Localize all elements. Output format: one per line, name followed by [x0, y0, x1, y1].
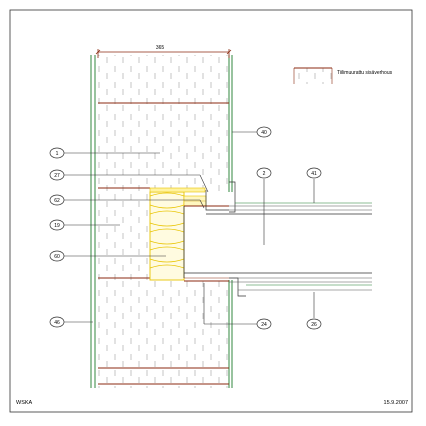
callout-24-marker [256, 318, 272, 330]
wall-lower [98, 280, 229, 388]
callout-24: 24 [261, 322, 267, 328]
dimension-line: 365 [95, 45, 232, 58]
callouts: 1 27 62 19 60 46 40 2 41 [49, 126, 322, 330]
callout-40-marker [256, 126, 272, 138]
callout-1-marker [49, 147, 65, 159]
legend-label: Tiilimuurattu sisäverhous [337, 70, 393, 76]
callout-60-marker [49, 250, 65, 262]
insulation [149, 187, 207, 281]
callout-40: 40 [261, 130, 267, 136]
callout-27-marker [49, 169, 65, 181]
callout-2-marker [256, 167, 272, 179]
callout-62: 62 [54, 198, 60, 204]
footer-company: WSKA [16, 400, 33, 406]
callout-62-marker [49, 194, 65, 206]
callout-41: 41 [311, 171, 317, 177]
callout-46: 46 [54, 320, 60, 326]
legend-swatch [294, 68, 332, 84]
window-frame [183, 181, 372, 297]
lintel-details [184, 205, 229, 282]
callout-27: 27 [54, 173, 60, 179]
callout-1: 1 [56, 151, 59, 157]
callout-2: 2 [263, 171, 266, 177]
wall-section [90, 55, 233, 388]
callout-60: 60 [54, 254, 60, 260]
legend: Tiilimuurattu sisäverhous [293, 67, 393, 84]
callout-19-marker [49, 219, 65, 231]
callout-46-marker [49, 316, 65, 328]
dimension-label: 365 [156, 45, 165, 51]
callout-19: 19 [54, 223, 60, 229]
callout-26: 26 [311, 322, 317, 328]
callout-26-marker [306, 318, 322, 330]
wall-left-pier [98, 192, 150, 280]
drawing-frame [9, 9, 413, 413]
footer-date: 15.9.2007 [384, 400, 408, 406]
wall-upper [98, 55, 229, 192]
callout-41-marker [306, 167, 322, 179]
